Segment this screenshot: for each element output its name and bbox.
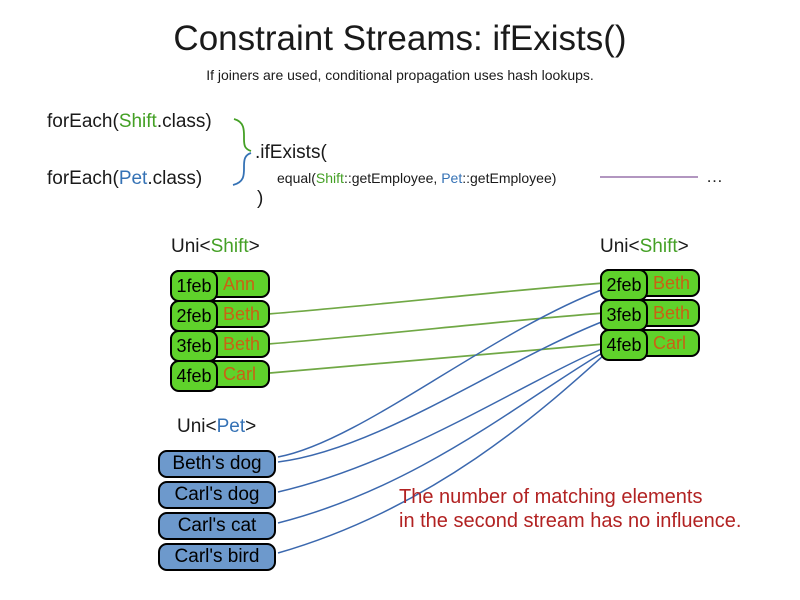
pet-keyword: Pet xyxy=(216,416,246,437)
code-text: .class) xyxy=(156,111,212,132)
header-text: > xyxy=(677,236,689,257)
shift-row-3feb-beth: 3feb Beth xyxy=(600,299,700,331)
date-cell: 2feb xyxy=(600,269,648,301)
code-foreach-pet: forEach(Pet.class) xyxy=(47,168,202,190)
continuation-ellipsis: … xyxy=(706,167,724,186)
pet-row-beths-dog: Beth's dog xyxy=(158,450,276,478)
code-ifexists: .ifExists( xyxy=(255,142,327,163)
header-text: > xyxy=(245,416,257,437)
pet-row-carls-bird: Carl's bird xyxy=(158,543,276,571)
pet-row-carls-dog: Carl's dog xyxy=(158,481,276,509)
pet-row-carls-cat: Carl's cat xyxy=(158,512,276,540)
left-shift-table: 1feb Ann 2feb Beth 3feb Beth 4feb Carl xyxy=(170,270,270,392)
page-subtitle: If joiners are used, conditional propaga… xyxy=(206,67,594,83)
name-cell: Carl xyxy=(223,363,257,384)
name-cell: Carl xyxy=(653,332,687,353)
name-cell: Beth xyxy=(653,302,691,323)
name-cell: Beth xyxy=(653,272,691,293)
shift-row-4feb-carl: 4feb Carl xyxy=(170,360,270,392)
date-cell: 3feb xyxy=(600,299,648,331)
edge-carls-dog-to-4feb xyxy=(277,347,605,493)
header-text: > xyxy=(248,236,260,257)
shift-row-3feb-beth: 3feb Beth xyxy=(170,330,270,362)
brace-top-curve xyxy=(233,118,252,152)
pet-keyword: Pet xyxy=(118,168,148,189)
date-cell: 3feb xyxy=(170,330,218,362)
name-cell: Beth xyxy=(223,333,261,354)
edge-beths-dog-to-3feb xyxy=(277,320,605,463)
name-cell: Beth xyxy=(223,303,261,324)
note-line-1: The number of matching elements xyxy=(399,486,703,508)
header-text: Uni< xyxy=(177,416,217,437)
shift-row-1feb-ann: 1feb Ann xyxy=(170,270,270,302)
shift-row-4feb-carl: 4feb Carl xyxy=(600,329,700,361)
right-shift-table-header: Uni<Shift> xyxy=(600,236,689,258)
date-cell: 4feb xyxy=(170,360,218,392)
date-cell: 2feb xyxy=(170,300,218,332)
code-close-paren: ) xyxy=(257,188,264,209)
code-equal-joiner: equal(Shift::getEmployee, Pet::getEmploy… xyxy=(277,170,556,186)
shift-keyword: Shift xyxy=(639,236,678,257)
date-cell: 4feb xyxy=(600,329,648,361)
edge-carls-cat-to-4feb xyxy=(277,351,605,524)
date-cell: 1feb xyxy=(170,270,218,302)
shift-keyword: Shift xyxy=(315,170,344,186)
pet-keyword: Pet xyxy=(441,170,463,186)
code-text: ::getEmployee, xyxy=(343,170,442,186)
shift-keyword: Shift xyxy=(118,111,157,132)
header-text: Uni< xyxy=(600,236,640,257)
edge-carls-bird-to-4feb xyxy=(277,354,605,554)
header-text: Uni< xyxy=(171,236,211,257)
edge-3feb-to-3feb xyxy=(267,312,605,345)
edge-2feb-to-2feb xyxy=(267,282,605,315)
code-text: ::getEmployee) xyxy=(462,170,557,186)
edge-4feb-to-4feb xyxy=(269,343,605,374)
shift-row-2feb-beth: 2feb Beth xyxy=(170,300,270,332)
code-text: forEach( xyxy=(47,111,119,132)
shift-row-2feb-beth: 2feb Beth xyxy=(600,269,700,301)
pet-table-header: Uni<Pet> xyxy=(177,416,256,438)
brace-bottom-curve xyxy=(232,152,252,186)
page-title: Constraint Streams: ifExists() xyxy=(173,19,627,58)
code-text: equal( xyxy=(277,170,316,186)
pet-table: Beth's dog Carl's dog Carl's cat Carl's … xyxy=(158,450,276,574)
shift-keyword: Shift xyxy=(210,236,249,257)
note-line-2: in the second stream has no influence. xyxy=(399,510,742,532)
code-text: forEach( xyxy=(47,168,119,189)
name-cell: Ann xyxy=(223,273,256,294)
code-text: .class) xyxy=(147,168,203,189)
left-shift-table-header: Uni<Shift> xyxy=(171,236,260,258)
code-foreach-shift: forEach(Shift.class) xyxy=(47,111,212,133)
edge-beths-dog-to-2feb xyxy=(277,288,605,458)
note-text: The number of matching elements in the s… xyxy=(399,485,741,533)
right-shift-table: 2feb Beth 3feb Beth 4feb Carl xyxy=(600,269,700,361)
